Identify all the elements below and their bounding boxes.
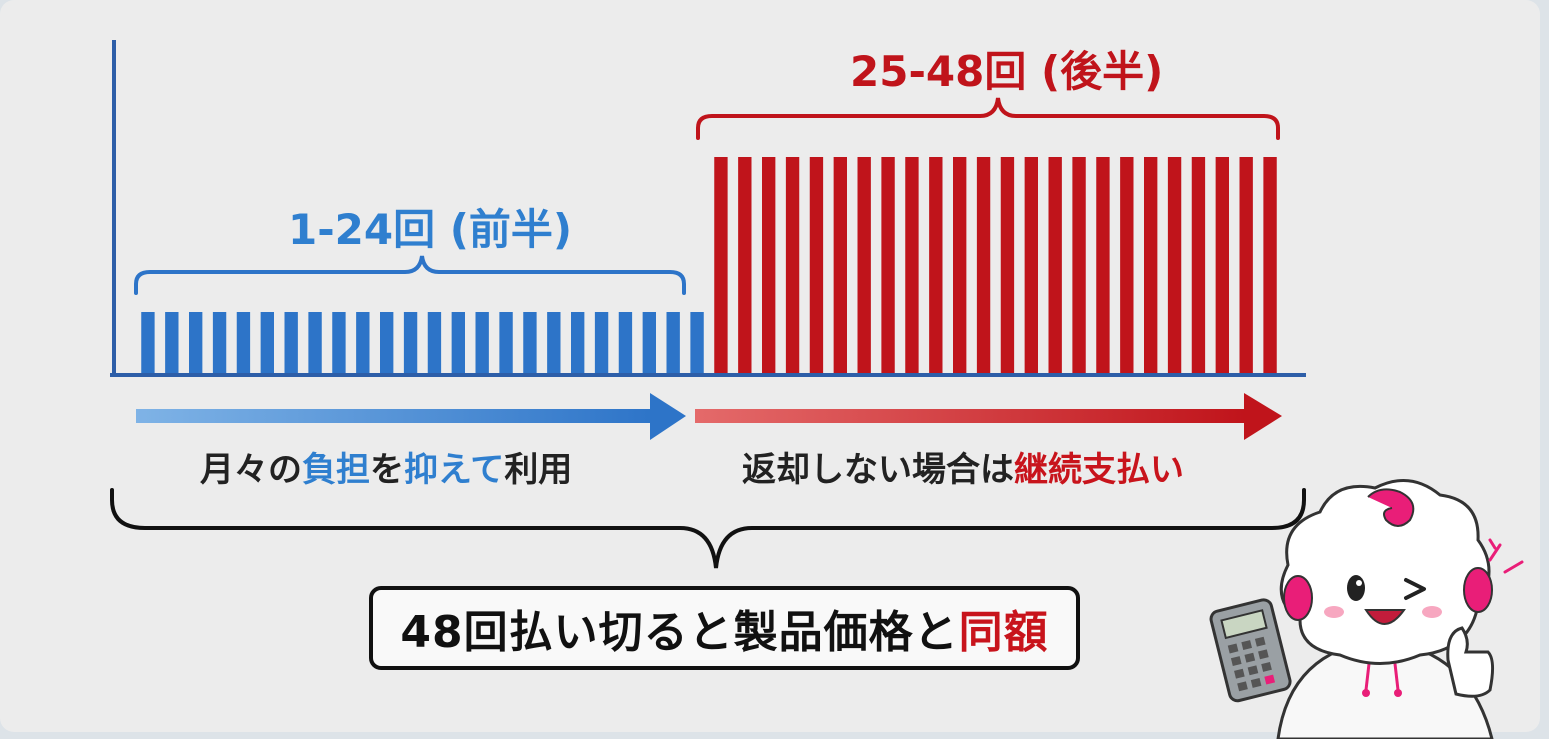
payment-bar-11 <box>380 312 394 374</box>
payment-bar-34 <box>929 157 943 374</box>
payment-bar-25 <box>714 157 728 374</box>
left-caption-burden: 負担 <box>302 450 370 490</box>
total-brace <box>110 488 1306 569</box>
payment-bar-7 <box>284 312 298 374</box>
payment-bar-43 <box>1144 157 1158 374</box>
payment-bar-26 <box>738 157 752 374</box>
payment-bar-20 <box>594 312 609 374</box>
payment-bar-46 <box>1215 157 1229 374</box>
left-caption-part-3: を <box>370 450 404 490</box>
payment-bar-21 <box>618 312 633 374</box>
summary-emphasis: 同額 <box>958 607 1049 658</box>
left-caption-part-1: 月々の <box>200 450 302 490</box>
payment-bar-27 <box>762 157 776 374</box>
payment-bar-41 <box>1096 157 1110 374</box>
payment-bar-5 <box>236 312 251 374</box>
payment-bar-19 <box>571 312 585 374</box>
payment-bar-32 <box>881 157 895 374</box>
payment-bar-23 <box>666 312 680 374</box>
payment-bar-3 <box>189 312 203 374</box>
payment-bar-10 <box>356 312 370 374</box>
summary-box: 48回払い切ると製品価格と同額 <box>369 586 1080 670</box>
first-half-label: 1-24回 (前半) <box>288 205 573 254</box>
payment-bar-48 <box>1263 157 1277 374</box>
payment-bar-39 <box>1048 157 1062 374</box>
payment-bar-17 <box>523 312 537 374</box>
summary-text: 48回払い切ると製品価格と <box>400 607 959 658</box>
second-half-label: 25-48回 (後半) <box>850 47 1164 96</box>
payment-bar-18 <box>547 312 561 374</box>
right-caption: 返却しない場合は継続支払い <box>742 442 1184 491</box>
payment-bar-28 <box>785 157 800 374</box>
payment-bar-35 <box>953 157 967 374</box>
payment-bar-8 <box>308 312 322 374</box>
payment-bar-22 <box>642 312 656 374</box>
mascot-icon <box>1276 478 1524 739</box>
payment-bar-2 <box>165 312 179 374</box>
payment-bar-6 <box>260 312 274 374</box>
payment-bar-44 <box>1167 157 1182 374</box>
payment-bar-33 <box>905 157 919 374</box>
payment-bar-37 <box>1000 157 1015 374</box>
payment-bar-29 <box>809 157 824 374</box>
second-half-brace <box>696 97 1280 140</box>
calculator-icon <box>1209 598 1292 703</box>
payment-bar-16 <box>499 312 513 374</box>
payment-bar-9 <box>332 312 346 374</box>
payment-bar-24 <box>690 312 704 374</box>
payment-bar-4 <box>212 312 227 374</box>
payment-bar-12 <box>403 312 418 374</box>
left-caption: 月々の負担を抑えて利用 <box>200 442 572 491</box>
bars-group <box>141 157 1277 374</box>
payment-bar-38 <box>1024 157 1038 374</box>
payment-bar-30 <box>833 157 847 374</box>
payment-bar-31 <box>857 157 871 374</box>
first-half-brace <box>134 255 686 295</box>
payment-bar-13 <box>427 312 442 374</box>
left-arrow <box>136 393 686 440</box>
payment-bar-14 <box>451 312 465 374</box>
payment-bar-15 <box>475 312 489 374</box>
left-caption-part-5: 利用 <box>504 450 573 490</box>
payment-bar-1 <box>141 312 155 374</box>
payment-bar-42 <box>1120 157 1134 374</box>
payment-bar-45 <box>1191 157 1206 374</box>
payment-bar-36 <box>976 157 991 374</box>
right-caption-part-1: 返却しない場合は <box>742 450 1014 490</box>
payment-bar-47 <box>1239 157 1253 374</box>
payment-bar-40 <box>1072 157 1086 374</box>
left-caption-suppress: 抑えて <box>404 450 505 490</box>
right-caption-continue: 継続支払い <box>1014 450 1184 490</box>
right-arrow <box>695 393 1282 440</box>
